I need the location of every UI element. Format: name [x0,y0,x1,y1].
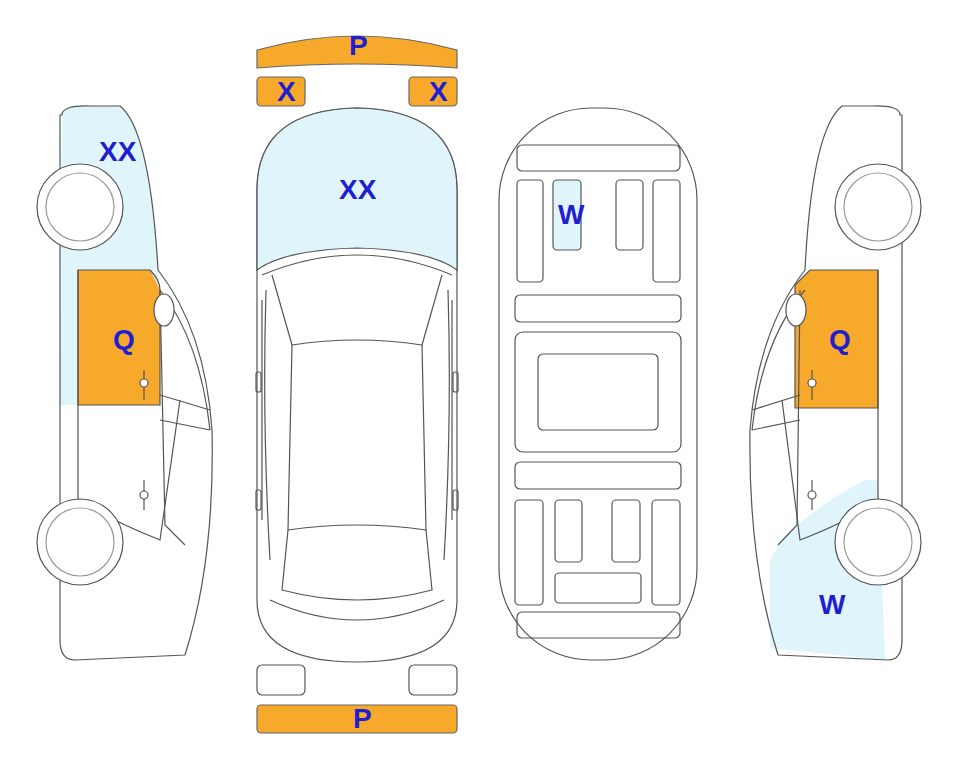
damage-code: Q [113,326,135,354]
damage-code: P [353,705,372,733]
damage-code: P [349,32,368,60]
damage-code: XX [339,176,376,204]
damage-code: X [429,78,448,106]
damage-code: Q [829,326,851,354]
damage-code: W [558,201,584,229]
damage-code: X [277,78,296,106]
damage-code: XX [99,138,136,166]
damage-code: W [819,591,845,619]
